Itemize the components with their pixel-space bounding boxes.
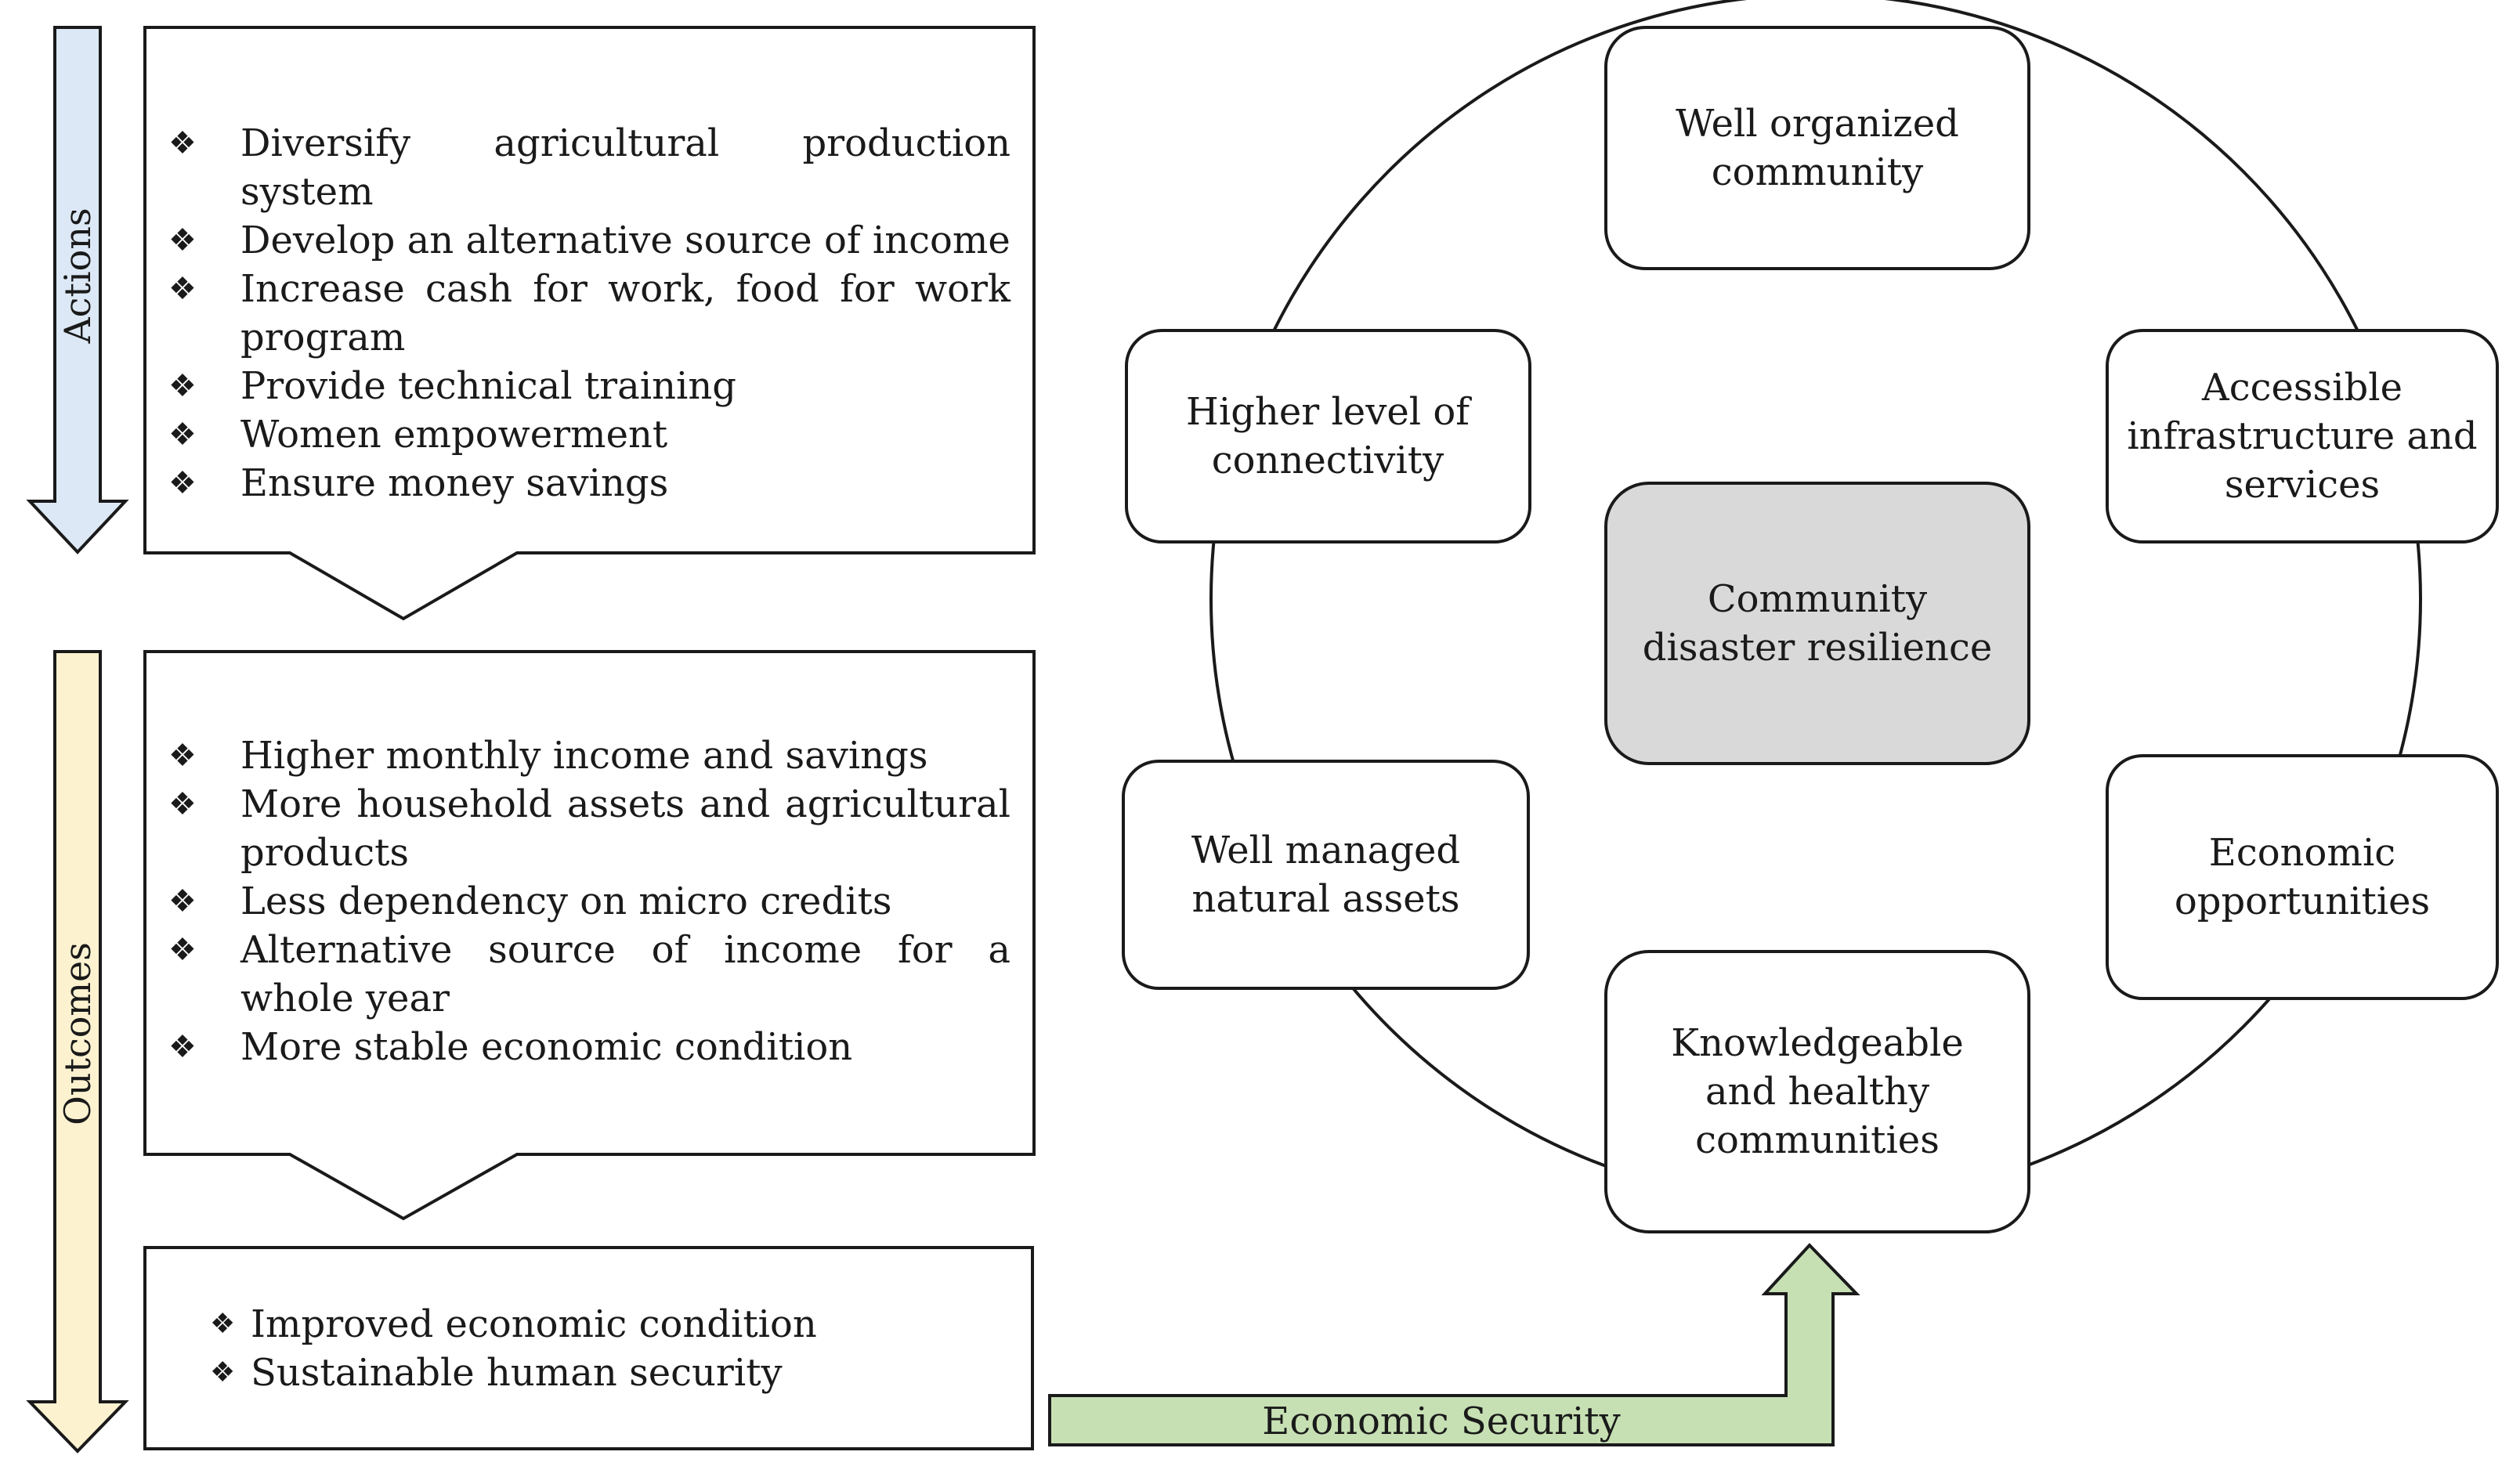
node-box-knowledgeable-healthy	[1604, 950, 2030, 1233]
node-box-economic-opportunities	[2106, 754, 2499, 1000]
outcomes-arrow	[26, 650, 129, 1454]
node-box-well-organized	[1604, 26, 2030, 270]
action-item: Diversify agricultural production system	[168, 119, 1011, 216]
action-item: Women empowerment	[168, 410, 1011, 459]
outcomes-list: Higher monthly income and savings More h…	[168, 731, 1011, 1071]
node-economic-opportunities: Economic opportunities	[2174, 831, 2431, 923]
node-natural-assets: Well managed natural assets	[1191, 829, 1461, 921]
outcomes-label: Outcomes	[56, 942, 99, 1125]
results-list: Improved economic condition Sustainable …	[210, 1300, 1017, 1397]
action-item: Develop an alternative source of income	[168, 216, 1011, 265]
actions-label: Actions	[56, 208, 99, 344]
center-box	[1604, 482, 2030, 765]
node-box-natural-assets	[1122, 760, 1530, 990]
node-knowledgeable-healthy: Knowledgeable and healthy communities	[1671, 1021, 1964, 1162]
node-box-accessible-infrastructure	[2106, 329, 2499, 543]
node-connectivity: Higher level of connectivity	[1185, 390, 1470, 482]
outcome-item: More stable economic condition	[168, 1023, 1011, 1071]
node-box-connectivity	[1125, 329, 1531, 543]
outcome-item: More household assets and agricultural p…	[168, 780, 1011, 877]
center-label: Community disaster resilience	[1642, 577, 1993, 670]
result-item: Improved economic condition	[210, 1300, 1017, 1349]
action-item: Increase cash for work, food for work pr…	[168, 265, 1011, 362]
economic-security-arrow	[1048, 1243, 1860, 1446]
economic-security-label: Economic Security	[1262, 1399, 1621, 1443]
actions-arrow	[26, 26, 129, 554]
action-item: Ensure money savings	[168, 459, 1011, 507]
actions-list: Diversify agricultural production system…	[168, 119, 1011, 507]
action-item: Provide technical training	[168, 362, 1011, 410]
node-well-organized: Well organized community	[1676, 102, 1959, 194]
outcome-item: Higher monthly income and savings	[168, 731, 1011, 780]
outcome-item: Alternative source of income for a whole…	[168, 926, 1011, 1023]
outcome-item: Less dependency on micro credits	[168, 877, 1011, 926]
node-accessible-infrastructure: Accessible infrastructure and services	[2127, 366, 2478, 507]
result-item: Sustainable human security	[210, 1349, 1017, 1397]
